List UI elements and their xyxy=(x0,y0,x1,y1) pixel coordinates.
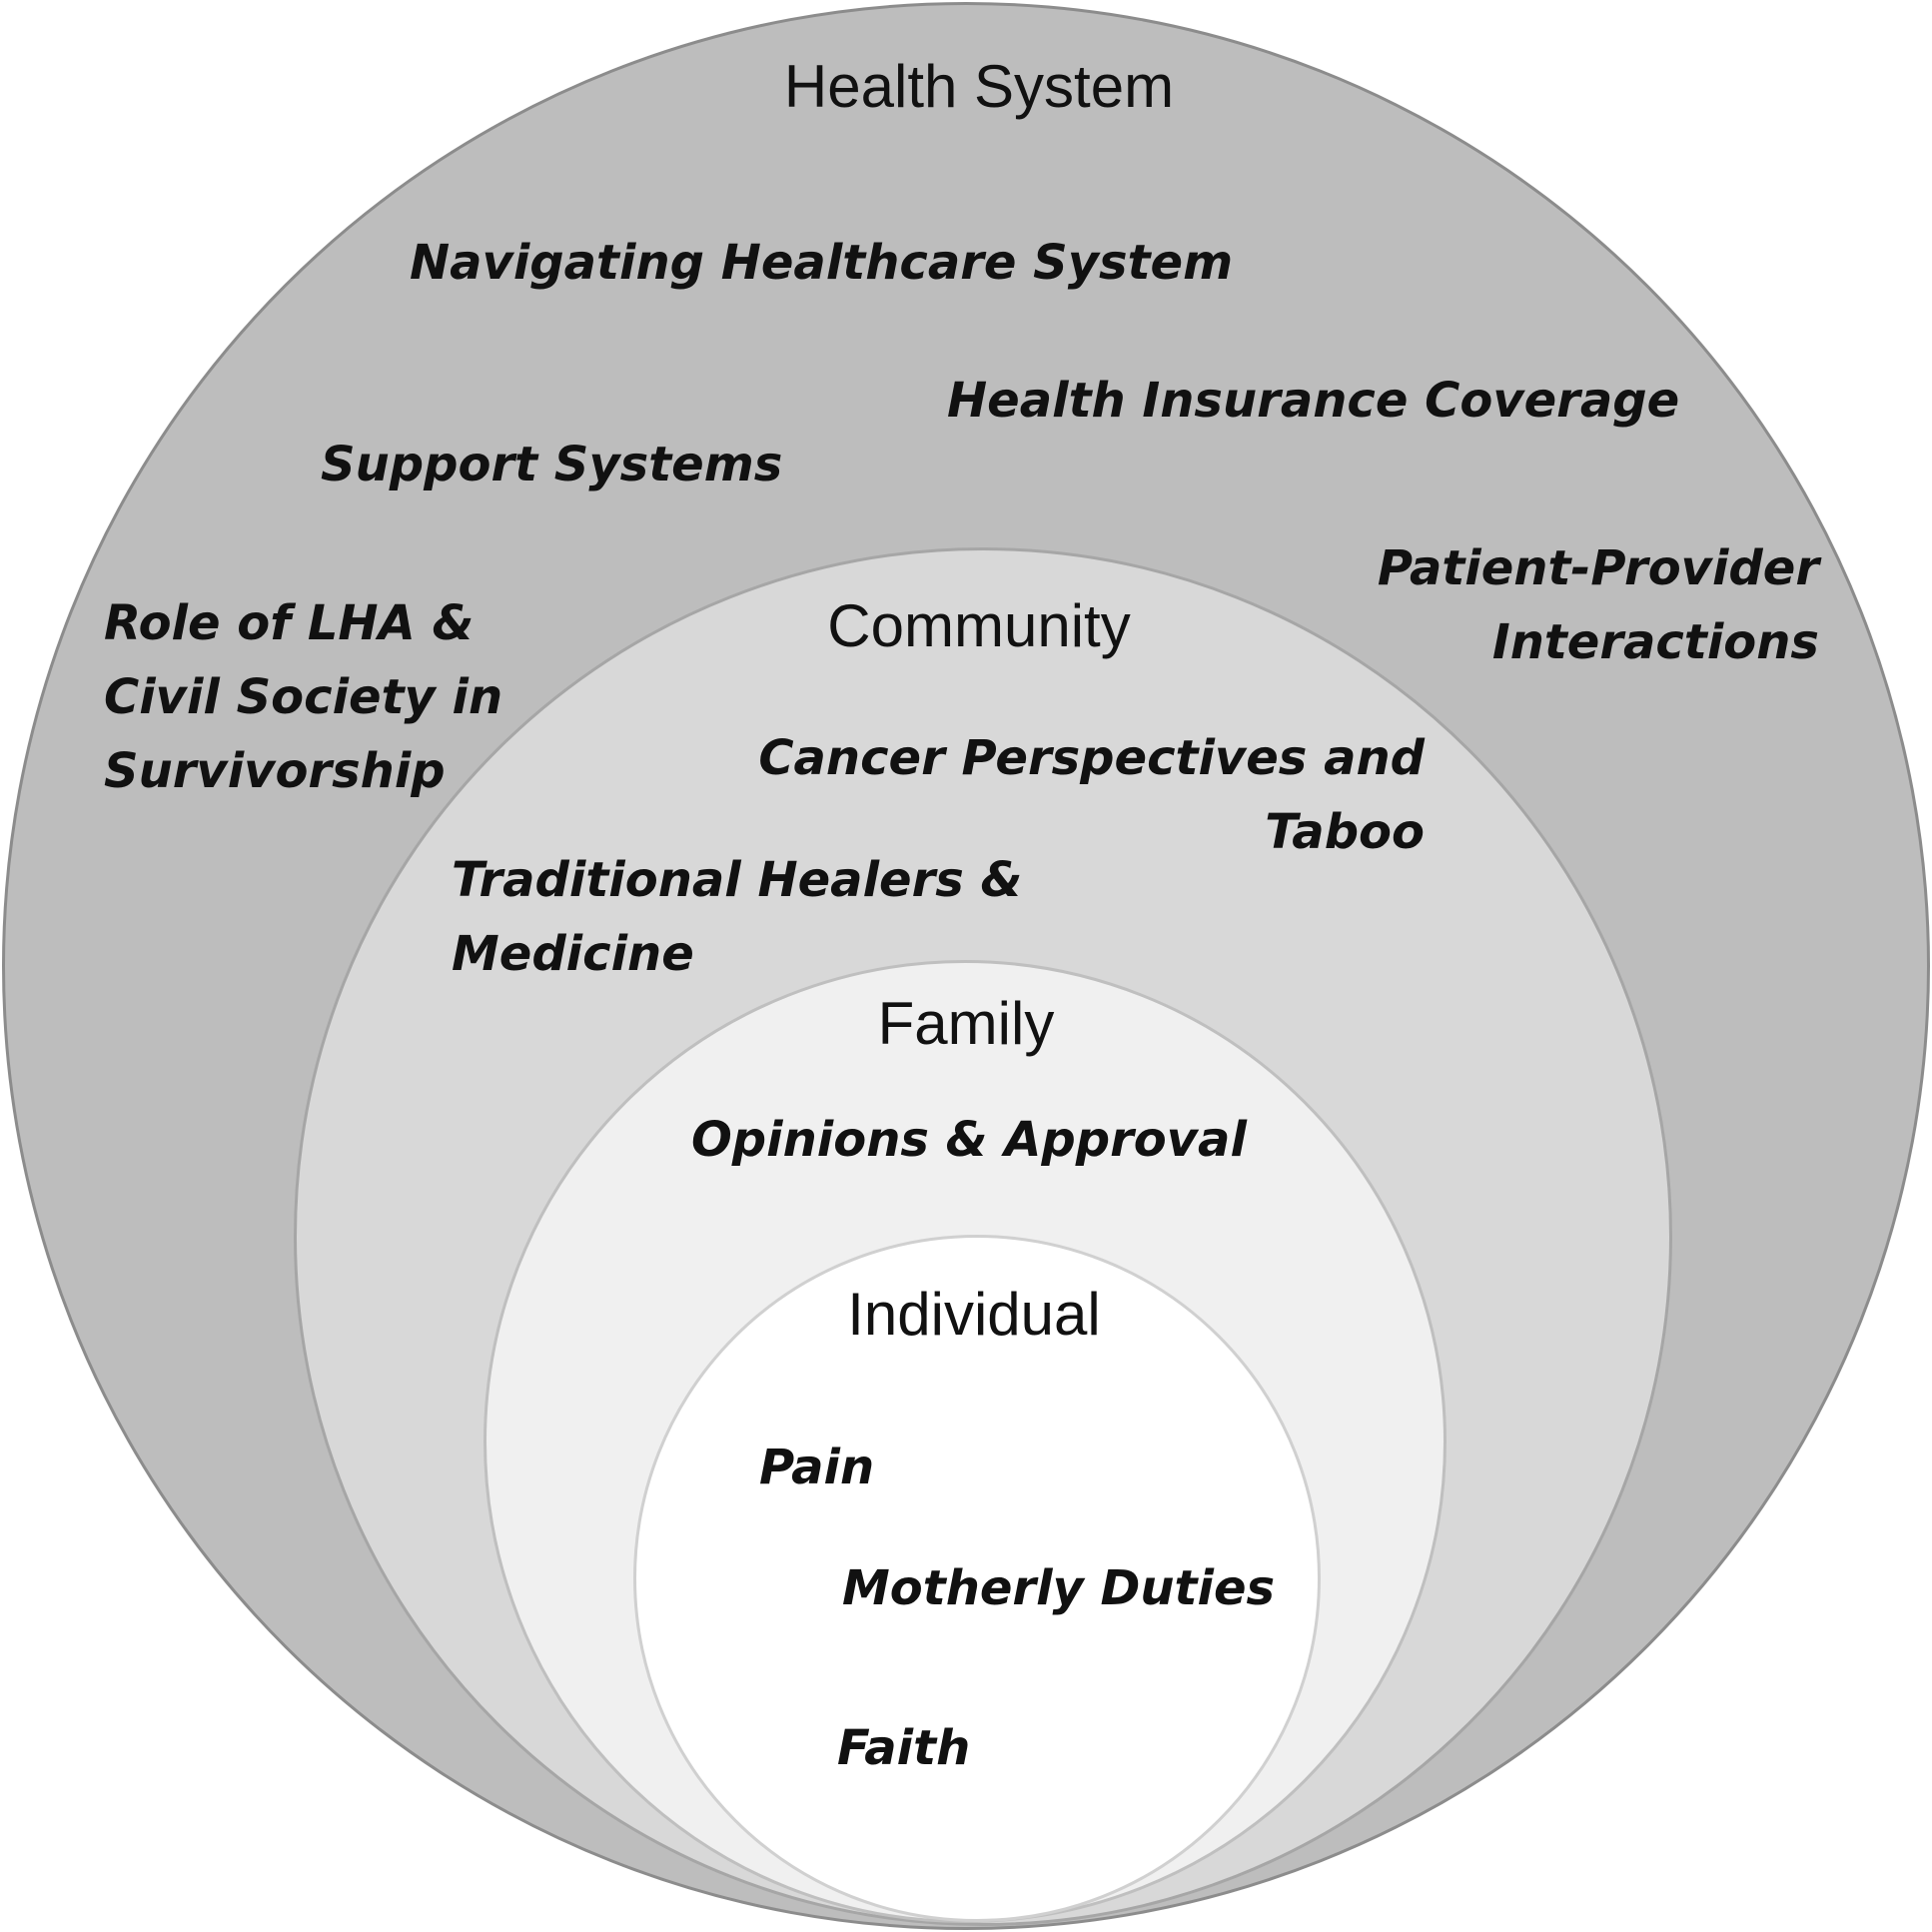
theme-opinions-approval: Opinions & Approval xyxy=(691,1103,1247,1177)
theme-line: Support Systems xyxy=(321,437,783,492)
family-title: Family xyxy=(877,990,1055,1057)
theme-faith: Faith xyxy=(837,1711,970,1785)
health-system-title: Health System xyxy=(783,53,1175,120)
theme-line: Taboo xyxy=(1265,804,1425,860)
theme-line: Role of LHA & xyxy=(104,595,475,651)
theme-pain: Pain xyxy=(759,1431,874,1504)
theme-line: Medicine xyxy=(452,926,694,982)
theme-support-systems: Support Systems xyxy=(321,428,782,501)
theme-line: Civil Society in xyxy=(104,669,503,725)
theme-line: Health Insurance Coverage xyxy=(947,373,1680,429)
theme-navigating-healthcare-system: Navigating Healthcare System xyxy=(410,226,1233,300)
community-title: Community xyxy=(827,592,1131,659)
theme-patient-provider-interactions: Patient-Provider Interactions xyxy=(1378,531,1819,679)
theme-line: Survivorship xyxy=(104,743,446,799)
theme-line: Motherly Duties xyxy=(842,1560,1276,1616)
theme-traditional-healers-medicine: Traditional Healers & Medicine xyxy=(452,843,1022,991)
theme-line: Patient-Provider xyxy=(1377,540,1819,596)
theme-line: Navigating Healthcare System xyxy=(410,235,1234,291)
theme-line: Interactions xyxy=(1491,614,1819,670)
theme-line: Faith xyxy=(837,1720,971,1776)
theme-motherly-duties: Motherly Duties xyxy=(842,1551,1275,1625)
theme-health-insurance-coverage: Health Insurance Coverage xyxy=(947,364,1679,438)
theme-cancer-perspectives-taboo: Cancer Perspectives and Taboo xyxy=(758,721,1425,869)
theme-line: Pain xyxy=(759,1440,875,1495)
individual-circle xyxy=(633,1235,1321,1922)
theme-role-of-lha: Role of LHA & Civil Society in Survivors… xyxy=(104,586,502,808)
theme-line: Cancer Perspectives and xyxy=(758,730,1425,786)
individual-title: Individual xyxy=(847,1281,1101,1348)
theme-line: Opinions & Approval xyxy=(691,1112,1247,1168)
theme-line: Traditional Healers & xyxy=(452,852,1023,908)
